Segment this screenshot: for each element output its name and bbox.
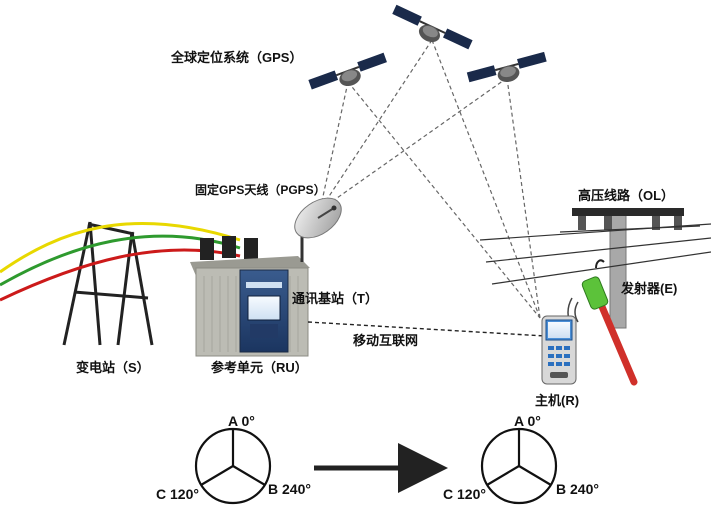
phase-b-right: B 240° bbox=[556, 481, 599, 497]
label-mobile-internet: 移动互联网 bbox=[353, 333, 419, 348]
label-gps: 全球定位系统（GPS） bbox=[171, 50, 303, 65]
reference-unit-box bbox=[190, 232, 310, 357]
phase-a-right: A 0° bbox=[514, 413, 541, 429]
host-device bbox=[541, 315, 577, 385]
satellite-icon bbox=[392, 4, 473, 50]
gps-signal-lines bbox=[319, 39, 541, 319]
label-high-voltage-line: 高压线路（OL） bbox=[578, 188, 675, 203]
phasor-circle-right bbox=[480, 427, 558, 505]
transmitter-device bbox=[567, 259, 638, 386]
substation-tower bbox=[62, 221, 154, 346]
phase-c-right: C 120° bbox=[443, 486, 486, 502]
mobile-internet-link bbox=[307, 321, 546, 337]
label-substation: 变电站（S） bbox=[76, 360, 150, 375]
phase-a-left: A 0° bbox=[228, 413, 255, 429]
satellite-icon bbox=[308, 52, 387, 90]
label-comm-base-station: 通讯基站（T） bbox=[292, 291, 378, 306]
phase-c-left: C 120° bbox=[156, 486, 199, 502]
phase-b-left: B 240° bbox=[268, 481, 311, 497]
label-reference-unit: 参考单元（RU） bbox=[211, 360, 308, 375]
label-transmitter: 发射器(E) bbox=[621, 281, 678, 296]
satellite-dish-icon bbox=[294, 197, 342, 239]
phasor-circle-left bbox=[194, 427, 272, 505]
label-host: 主机(R) bbox=[535, 393, 580, 408]
power-pole bbox=[479, 208, 711, 329]
satellite-icon bbox=[466, 51, 547, 83]
label-pgps: 固定GPS天线（PGPS） bbox=[195, 183, 326, 197]
